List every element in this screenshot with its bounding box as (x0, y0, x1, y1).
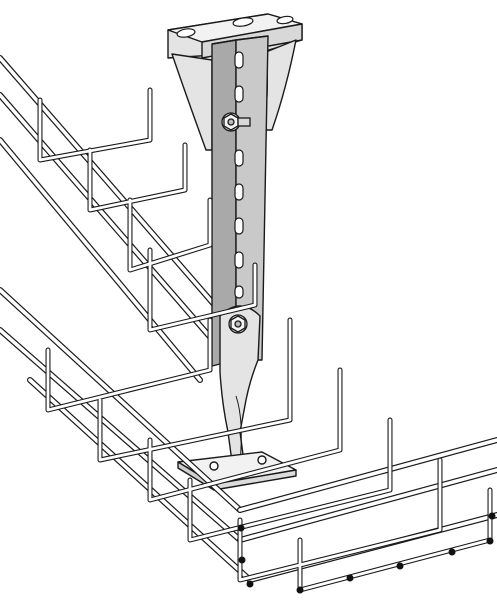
rail-slots (234, 51, 244, 299)
wire-cut-ends (237, 512, 496, 594)
top-bolt (221, 112, 251, 132)
tray-front-section (0, 87, 497, 593)
bracket-slot-holes (176, 15, 294, 38)
strap-bolt (228, 314, 248, 334)
ceiling-bracket (167, 13, 303, 151)
